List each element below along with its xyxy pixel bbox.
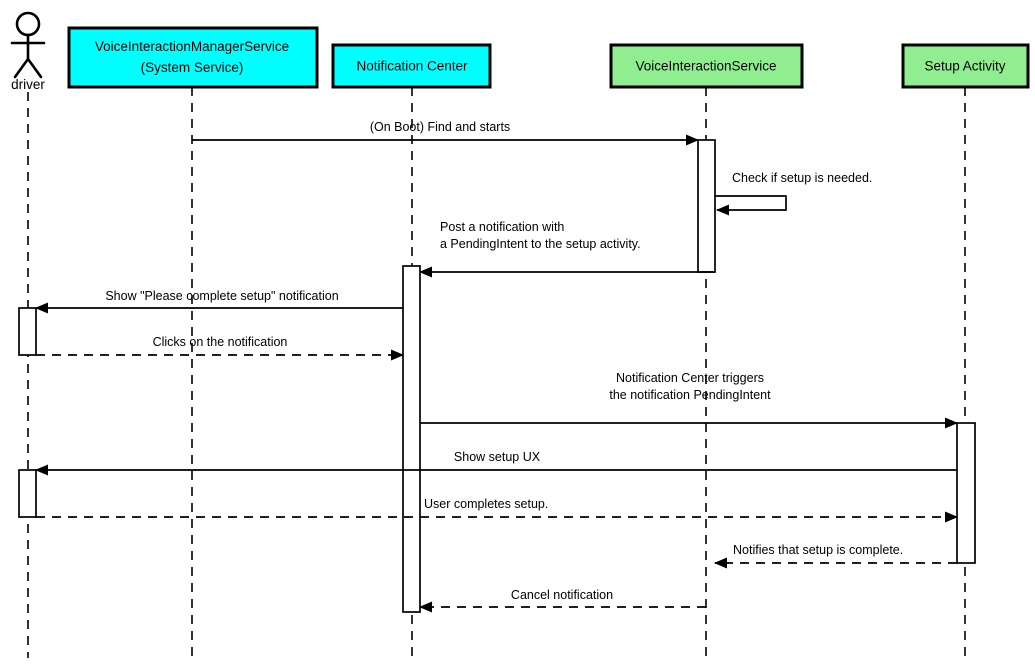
msg-post-notification-label-2: a PendingIntent to the setup activity. [440, 237, 641, 251]
participant-box-rect-vims [67, 26, 319, 89]
lifelines-layer [27, 87, 966, 658]
participant-label-vims-line2: (System Service) [141, 60, 244, 75]
msg-cancel-notification-label-1: Cancel notification [511, 588, 613, 602]
msg-show-notification-label-1: Show "Please complete setup" notificatio… [105, 289, 338, 303]
msg-on-boot[interactable]: (On Boot) Find and starts [192, 120, 699, 146]
activation-driver-setup [18, 469, 37, 518]
msg-notifies-complete[interactable]: Notifies that setup is complete. [714, 543, 957, 569]
participant-box-notification-center[interactable]: Notification Center [331, 43, 492, 89]
participant-box-vis[interactable]: VoiceInteractionService [609, 43, 804, 89]
participants-layer: driver VoiceInteractionManagerService (Sys… [10, 11, 1030, 92]
activation-setup-activity [956, 422, 976, 564]
activations-layer [18, 139, 976, 613]
msg-check-setup[interactable]: Check if setup is needed. [715, 171, 872, 216]
msg-post-notification-label-1: Post a notification with [440, 220, 564, 234]
msg-clicks-notification[interactable]: Clicks on the notification [36, 335, 404, 361]
actor-driver[interactable]: driver [10, 11, 45, 92]
participant-box-rect-vis [609, 43, 804, 89]
msg-show-notification[interactable]: Show "Please complete setup" notificatio… [35, 289, 403, 314]
participant-label-setup-activity: Setup Activity [924, 59, 1005, 74]
activation-vis-boot [697, 139, 716, 273]
participant-label-notification-center: Notification Center [356, 59, 468, 74]
participant-box-rect-setup-activity [901, 43, 1030, 89]
msg-check-setup-label-1: Check if setup is needed. [732, 171, 872, 185]
participant-box-vims[interactable]: VoiceInteractionManagerService (System Se… [67, 26, 319, 89]
msg-trigger-pendingintent-label-2: the notification PendingIntent [609, 388, 771, 402]
msg-trigger-pendingintent-label-1: Notification Center triggers [616, 371, 764, 385]
participant-box-setup-activity[interactable]: Setup Activity [901, 43, 1030, 89]
participant-box-rect-notification-center [331, 43, 492, 89]
actor-label-driver: driver [11, 77, 45, 92]
activation-notification-center [402, 265, 421, 613]
participant-label-vims-line1: VoiceInteractionManagerService [95, 39, 289, 54]
msg-cancel-notification[interactable]: Cancel notification [419, 588, 706, 613]
msg-notifies-complete-label-1: Notifies that setup is complete. [733, 543, 903, 557]
msg-show-setup-ux[interactable]: Show setup UX [35, 450, 957, 476]
msg-check-setup-line [715, 195, 787, 216]
msg-user-completes-setup-label-1: User completes setup. [424, 497, 548, 511]
msg-show-setup-ux-label-1: Show setup UX [454, 450, 541, 464]
msg-user-completes-setup[interactable]: User completes setup. [36, 497, 958, 523]
msg-post-notification[interactable]: Post a notification with a PendingIntent … [419, 220, 715, 278]
msg-trigger-pendingintent[interactable]: Notification Center triggers the notifica… [420, 371, 958, 429]
msg-clicks-notification-label-1: Clicks on the notification [153, 335, 288, 349]
msg-on-boot-label-1: (On Boot) Find and starts [370, 120, 510, 134]
participant-label-vis: VoiceInteractionService [635, 59, 776, 74]
activation-driver-notification [18, 307, 37, 356]
